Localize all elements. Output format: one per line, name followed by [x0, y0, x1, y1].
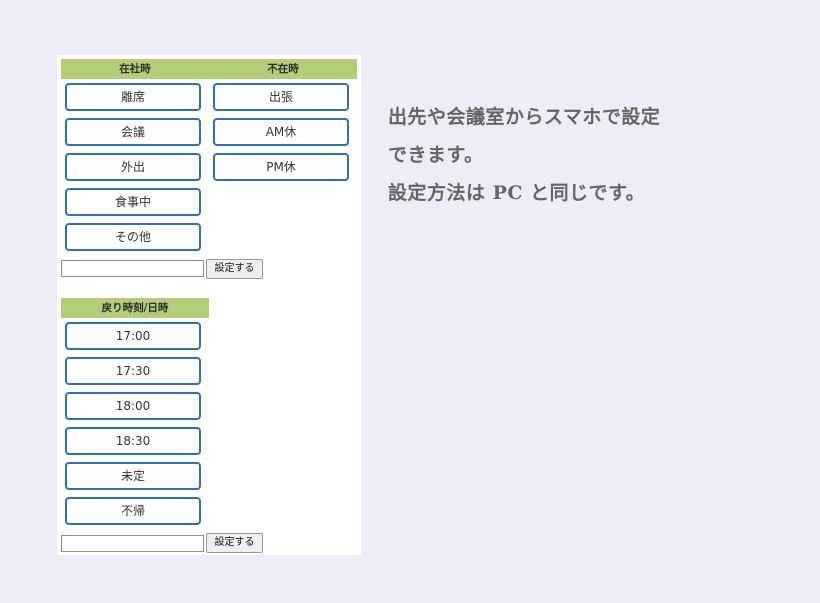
status-button-lunch[interactable]: 食事中 [65, 188, 201, 216]
return-button-1800[interactable]: 18:00 [65, 392, 201, 420]
header-return-time: 戻り時刻/日時 [101, 302, 169, 314]
description-line: 設定方法は PC と同じです。 [388, 182, 646, 204]
return-button-1730[interactable]: 17:30 [65, 357, 201, 385]
status-header-bar: 在社時 不在時 [61, 59, 357, 79]
return-button-not-returning[interactable]: 不帰 [65, 497, 201, 525]
return-button-1830[interactable]: 18:30 [65, 427, 201, 455]
return-custom-input[interactable] [61, 535, 204, 552]
mobile-status-panel: 在社時 不在時 離席 出張 会議 AM休 外出 PM休 食事中 その他 設定する… [57, 55, 361, 555]
status-custom-input[interactable] [61, 260, 204, 277]
header-in-office: 在社時 [119, 63, 151, 75]
description-line: できます。 [388, 144, 484, 166]
status-button-out[interactable]: 外出 [65, 153, 201, 181]
return-submit-button[interactable]: 設定する [206, 533, 263, 553]
status-button-meeting[interactable]: 会議 [65, 118, 201, 146]
status-button-pm-off[interactable]: PM休 [213, 153, 349, 181]
status-button-business-trip[interactable]: 出張 [213, 83, 349, 111]
status-button-am-off[interactable]: AM休 [213, 118, 349, 146]
return-button-undecided[interactable]: 未定 [65, 462, 201, 490]
description-text: 出先や会議室からスマホで設定 できます。 設定方法は PC と同じです。 [388, 98, 808, 212]
description-line: 出先や会議室からスマホで設定 [388, 106, 661, 128]
status-button-other[interactable]: その他 [65, 223, 201, 251]
status-button-away[interactable]: 離席 [65, 83, 201, 111]
return-button-1700[interactable]: 17:00 [65, 322, 201, 350]
status-submit-button[interactable]: 設定する [206, 259, 263, 279]
header-out-of-office: 不在時 [267, 63, 299, 75]
return-header-bar: 戻り時刻/日時 [61, 298, 209, 318]
